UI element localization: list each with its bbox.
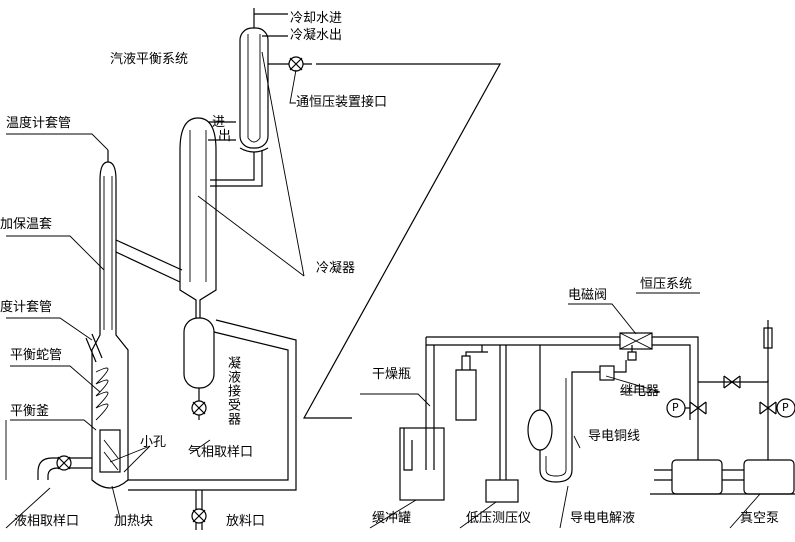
pump-symbol-left: P: [672, 401, 679, 414]
liquid-sampling-valve-icon: [56, 455, 72, 471]
label-vacuum-pump: 真空泵: [740, 511, 780, 526]
label-buffer-tank: 缓冲罐: [372, 511, 412, 526]
label-balance-kettle: 平衡釜: [10, 404, 50, 419]
label-vapor-liquid-system: 汽液平衡系统: [110, 52, 189, 67]
label-small-hole: 小孔: [140, 435, 167, 450]
leader-lines-right: [5, 292, 761, 529]
top-condenser: [210, 8, 312, 187]
vapor-sampling-valve-icon: [191, 400, 207, 416]
label-conductive-electrolyte: 导电电解液: [570, 511, 636, 526]
label-discharge-port: 放料口: [226, 514, 266, 529]
label-vapor-sampling-port: 气相取样口: [188, 445, 254, 460]
label-outlet: 出: [218, 129, 232, 144]
label-cooling-water-in: 冷却水进: [290, 11, 343, 26]
pump-symbol-right: P: [782, 401, 789, 414]
label-drying-bottle: 干燥瓶: [372, 367, 412, 382]
label-solenoid-valve: 电磁阀: [568, 288, 608, 303]
label-balance-coil: 平衡蛇管: [10, 348, 63, 363]
leader-lines-left: [5, 35, 305, 529]
label-condensate-receiver: 凝液接受器: [225, 356, 240, 426]
constant-pressure-piping: [399, 320, 795, 503]
label-thermometer-sleeve-side: 度计套管: [0, 300, 53, 315]
label-thermometer-sleeve-top: 温度计套管: [6, 116, 72, 131]
label-condenser: 冷凝器: [316, 261, 356, 276]
label-heating-block: 加热块: [114, 514, 154, 529]
label-inlet: 进: [212, 115, 226, 130]
pressure-gauge-left-icon: [666, 398, 690, 418]
pressure-port-valve-icon: [288, 56, 304, 72]
label-insulation-jacket: 加保温套: [0, 217, 53, 232]
discharge-valve-icon: [191, 508, 207, 524]
bypass-valve-icon: [723, 375, 741, 389]
label-condensed-water-out: 冷凝水出: [290, 28, 343, 43]
pump-valve-right-icon: [759, 401, 777, 415]
label-liquid-sampling-port: 液相取样口: [14, 514, 80, 529]
middle-condenser: [179, 117, 236, 420]
label-low-pressure-gauge: 低压测压仪: [466, 511, 532, 526]
pressure-gauge-right-icon: [776, 398, 795, 418]
label-relay: 继电器: [620, 384, 660, 399]
equilibrium-column: [37, 150, 297, 530]
label-conductive-copper-wire: 导电铜线: [588, 429, 641, 444]
label-constant-pressure-system: 恒压系统: [640, 277, 693, 292]
label-constant-pressure-port: 通恒压装置接口: [296, 95, 388, 110]
pump-valve-left-icon: [689, 401, 707, 415]
v-connector: [302, 63, 502, 419]
